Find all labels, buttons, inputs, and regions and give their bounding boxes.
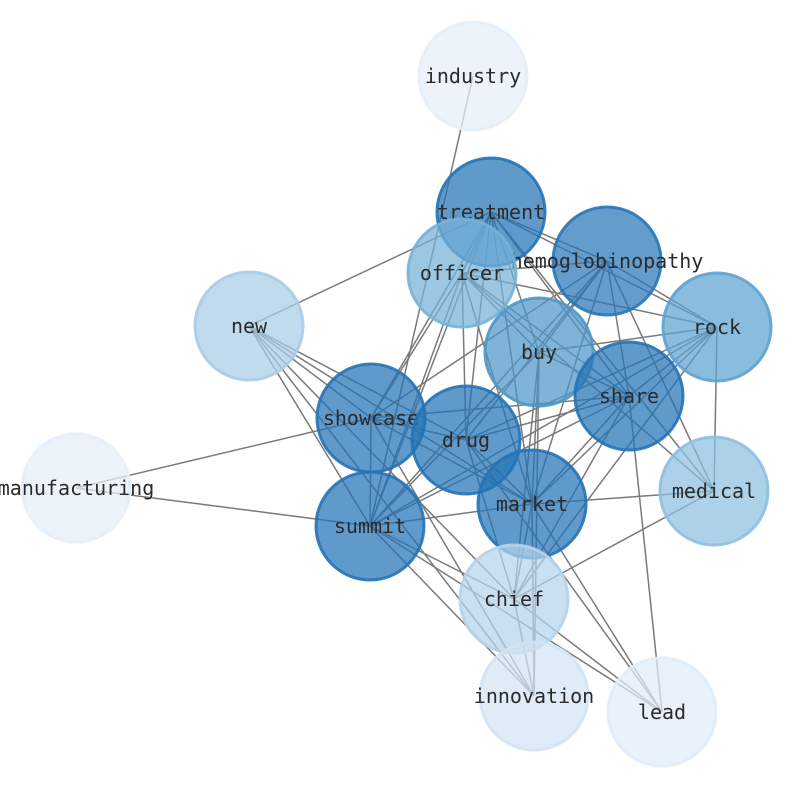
node-industry-circle <box>417 20 529 132</box>
node-buy-circle <box>483 296 595 408</box>
node-new-circle <box>193 270 305 382</box>
node-innovation-circle <box>478 640 590 752</box>
node-manufacturing-circle <box>20 432 132 544</box>
node-lead-circle <box>606 656 718 768</box>
node-share[interactable]: share <box>573 340 685 452</box>
node-hemoglobinopathy-label: hemoglobinopathy <box>511 249 704 273</box>
node-layer: industrytreatmenthemoglobinopathyofficer… <box>0 20 773 768</box>
node-market[interactable]: market <box>476 448 588 560</box>
node-innovation[interactable]: innovation <box>474 640 594 752</box>
node-medical-label: medical <box>672 479 756 503</box>
node-summit-circle <box>314 470 426 582</box>
node-rock-circle <box>661 271 773 383</box>
node-drug-label: drug <box>442 428 490 452</box>
node-officer-label: officer <box>420 261 504 285</box>
node-manufacturing-label: manufacturing <box>0 476 154 500</box>
node-showcase[interactable]: showcase <box>315 362 427 474</box>
node-officer[interactable]: officer <box>406 217 518 329</box>
node-chief-label: chief <box>484 587 544 611</box>
node-lead-label: lead <box>638 700 686 724</box>
node-share-circle <box>573 340 685 452</box>
node-summit-label: summit <box>334 514 406 538</box>
node-market-label: market <box>496 492 568 516</box>
node-manufacturing[interactable]: manufacturing <box>0 432 154 544</box>
node-share-label: share <box>599 384 659 408</box>
node-industry-label: industry <box>425 64 521 88</box>
node-officer-circle <box>406 217 518 329</box>
node-hemoglobinopathy-circle <box>551 205 663 317</box>
node-buy-label: buy <box>521 340 557 364</box>
node-new-label: new <box>231 314 268 338</box>
node-rock-label: rock <box>693 315 741 339</box>
node-hemoglobinopathy[interactable]: hemoglobinopathy <box>511 205 704 317</box>
node-summit[interactable]: summit <box>314 470 426 582</box>
node-chief[interactable]: chief <box>458 543 570 655</box>
node-medical-circle <box>658 435 770 547</box>
node-lead[interactable]: lead <box>606 656 718 768</box>
node-medical[interactable]: medical <box>658 435 770 547</box>
node-showcase-label: showcase <box>323 406 419 430</box>
node-industry[interactable]: industry <box>417 20 529 132</box>
node-buy[interactable]: buy <box>483 296 595 408</box>
node-new[interactable]: new <box>193 270 305 382</box>
node-rock[interactable]: rock <box>661 271 773 383</box>
node-innovation-label: innovation <box>474 684 594 708</box>
